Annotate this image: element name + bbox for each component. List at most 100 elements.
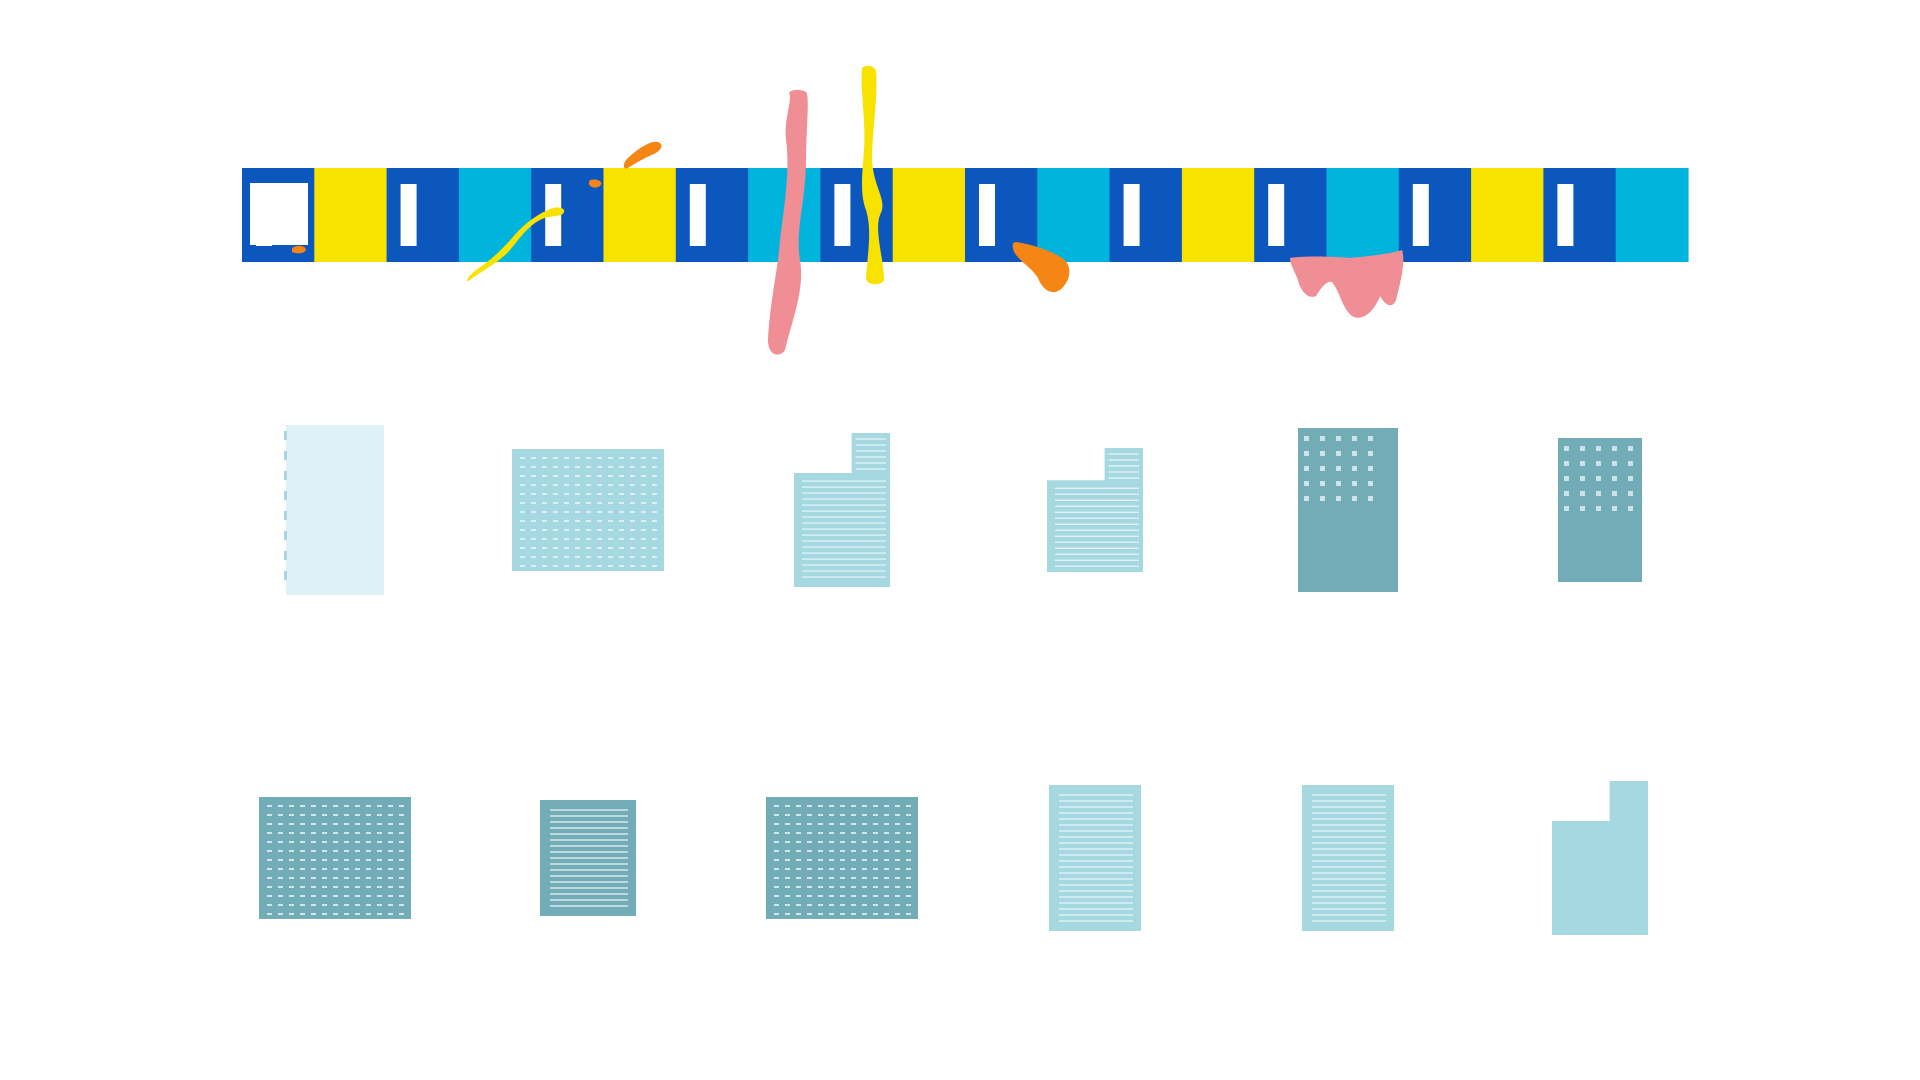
card-grid-mark [344, 877, 349, 879]
card-grid-mark [399, 868, 404, 870]
card-grid-mark [586, 502, 591, 504]
strip-window [979, 184, 995, 246]
card-grid-mark [520, 457, 525, 459]
card-grid-mark [597, 475, 602, 477]
card-grid-mark [355, 805, 360, 807]
card-grid-mark [311, 823, 316, 825]
card-dot [1368, 451, 1373, 456]
card-grid-mark [531, 538, 536, 540]
card-grid-mark [322, 823, 327, 825]
card-grid-mark [906, 841, 911, 843]
card-grid-mark [575, 484, 580, 486]
card-grid-mark [630, 547, 635, 549]
card-grid-mark [366, 895, 371, 897]
card-grid-mark [520, 511, 525, 513]
card-grid-mark [818, 877, 823, 879]
card-grid-mark [531, 466, 536, 468]
card-grid-mark [796, 832, 801, 834]
card-grid-mark [873, 913, 878, 915]
card-dot [1612, 461, 1617, 466]
card-grid-mark [608, 484, 613, 486]
card-grid-mark [807, 913, 812, 915]
card-grid-mark [553, 520, 558, 522]
card-dot [1304, 466, 1309, 471]
card-dot [1368, 496, 1373, 501]
card-grid-mark [641, 556, 646, 558]
card-grid-mark [652, 538, 657, 540]
strip-window [689, 184, 706, 246]
card-dot [1352, 451, 1357, 456]
card-grid-mark [873, 823, 878, 825]
card-grid-mark [818, 913, 823, 915]
strip-window [1123, 184, 1140, 246]
card-grid-mark [619, 457, 624, 459]
card-grid-mark [851, 832, 856, 834]
document-card [1047, 448, 1143, 572]
card-grid-mark [520, 520, 525, 522]
card-grid-mark [553, 511, 558, 513]
card-grid-mark [597, 538, 602, 540]
card-grid-mark [300, 895, 305, 897]
card-grid-mark [807, 805, 812, 807]
document-card [512, 449, 664, 571]
document-card [1558, 438, 1642, 582]
card-grid-mark [906, 877, 911, 879]
card-grid-mark [278, 823, 283, 825]
card-grid-mark [785, 832, 790, 834]
card-grid-mark [344, 895, 349, 897]
card-grid-mark [575, 556, 580, 558]
card-grid-mark [829, 868, 834, 870]
card-dot [1320, 481, 1325, 486]
card-grid-mark [807, 904, 812, 906]
card-grid-mark [366, 868, 371, 870]
card-dot [1320, 436, 1325, 441]
card-grid-mark [267, 814, 272, 816]
card-grid-mark [862, 877, 867, 879]
card-grid-mark [289, 868, 294, 870]
card-grid-mark [895, 841, 900, 843]
card-grid-mark [388, 805, 393, 807]
card-grid-mark [564, 556, 569, 558]
card-grid-mark [388, 814, 393, 816]
card-grid-mark [829, 859, 834, 861]
card-grid-mark [311, 886, 316, 888]
card-grid-mark [829, 805, 834, 807]
card-grid-mark [278, 805, 283, 807]
card-grid-mark [873, 859, 878, 861]
card-grid-mark [807, 814, 812, 816]
card-grid-mark [884, 859, 889, 861]
card-grid-mark [630, 529, 635, 531]
card-grid-mark [862, 832, 867, 834]
card-grid-mark [630, 511, 635, 513]
card-grid-mark [608, 511, 613, 513]
card-grid-mark [796, 868, 801, 870]
card-grid-mark [300, 868, 305, 870]
document-card [1302, 785, 1394, 931]
strip-segment-yellow [1181, 168, 1255, 262]
card-grid-mark [311, 868, 316, 870]
card-grid-mark [333, 832, 338, 834]
card-grid-mark [355, 823, 360, 825]
card-grid-mark [608, 565, 613, 567]
card-grid-mark [333, 886, 338, 888]
card-grid-mark [344, 850, 349, 852]
card-grid-mark [289, 859, 294, 861]
strip-segment-cyan [1037, 168, 1111, 262]
card-grid-mark [388, 904, 393, 906]
card-grid-mark [829, 886, 834, 888]
card-grid-mark [520, 529, 525, 531]
card-grid-mark [829, 841, 834, 843]
card-grid-mark [597, 556, 602, 558]
document-card [1049, 785, 1141, 931]
card-dot [1320, 466, 1325, 471]
card-grid-mark [366, 904, 371, 906]
card-grid-mark [652, 547, 657, 549]
card-grid-mark [399, 859, 404, 861]
strip-segment-blue [1254, 168, 1328, 262]
card-grid-mark [906, 859, 911, 861]
card-dot [1580, 476, 1585, 481]
card-dot [1304, 451, 1309, 456]
card-grid-mark [840, 886, 845, 888]
card-grid-mark [322, 913, 327, 915]
